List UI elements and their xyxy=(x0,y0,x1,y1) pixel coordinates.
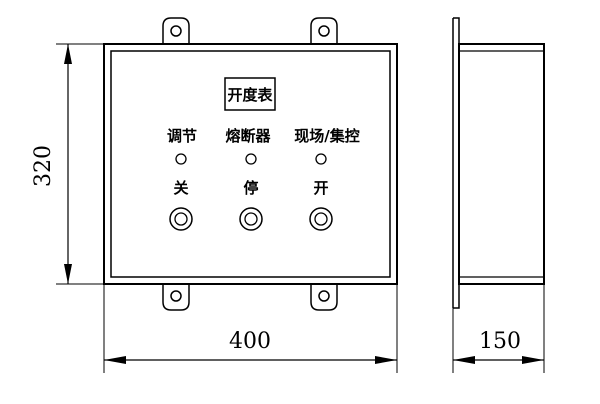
indicator-label-local-remote: 现场/集控 xyxy=(294,127,359,145)
mounting-tab-bottom-left xyxy=(162,284,190,311)
front-view: 开度表 调节 熔断器 现场/集控 关 停 开 xyxy=(103,17,398,311)
side-view xyxy=(452,17,545,309)
indicator-label-fuse: 熔断器 xyxy=(225,127,271,145)
height-dimension-label: 320 xyxy=(31,145,56,187)
title-plate-frame xyxy=(224,77,276,111)
depth-dimension: 150 xyxy=(452,284,545,373)
mounting-tab-top-left xyxy=(162,17,190,44)
push-button-stop xyxy=(239,207,263,231)
indicator-label-regulate: 调节 xyxy=(167,127,197,145)
push-button-open xyxy=(309,207,333,231)
width-dimension: 400 xyxy=(103,284,398,373)
enclosure-outer xyxy=(103,43,398,285)
height-dimension: 320 xyxy=(31,43,104,285)
mounting-tab-bottom-right xyxy=(310,284,338,311)
button-label-stop: 停 xyxy=(243,179,258,197)
button-label-close: 关 xyxy=(173,179,188,197)
width-dimension-label: 400 xyxy=(229,329,271,354)
indicator-lamp-local-remote xyxy=(315,153,327,165)
enclosure-inner xyxy=(110,50,391,278)
button-label-open: 开 xyxy=(313,179,328,197)
mounting-tab-top-right xyxy=(310,17,338,44)
indicator-lamp-fuse xyxy=(245,153,257,165)
title-plate-label: 开度表 xyxy=(227,86,273,104)
depth-dimension-label: 150 xyxy=(479,329,521,354)
indicator-lamp-regulate xyxy=(175,153,187,165)
push-button-close xyxy=(169,207,193,231)
